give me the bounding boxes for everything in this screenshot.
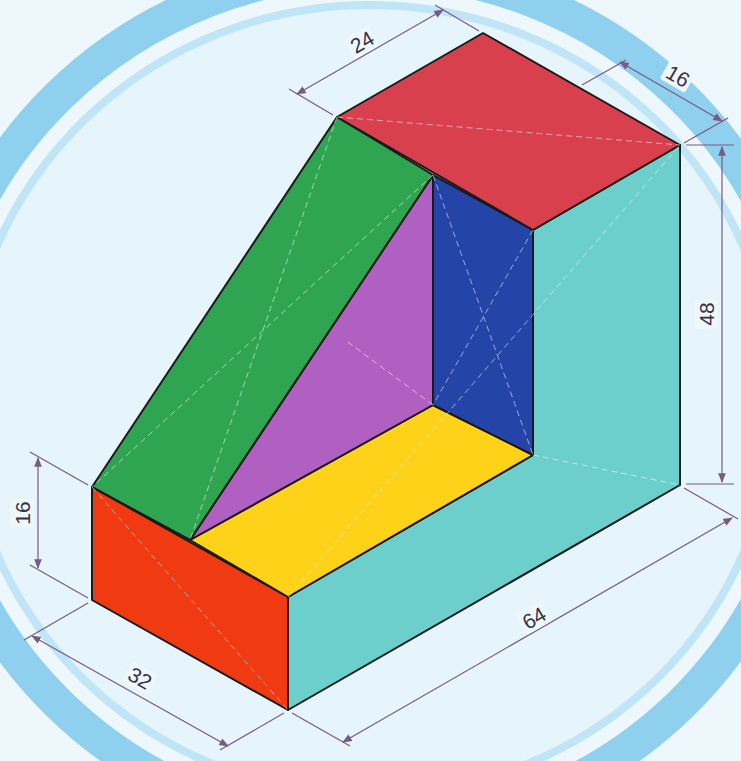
dimension-value: 16 [11,498,34,527]
dimension-value: 64 [516,601,553,636]
dimension-value: 32 [122,661,159,696]
dimension-value: 24 [344,25,381,60]
construction-lines [92,117,680,710]
slope-face [92,117,433,540]
dimension-lines [24,5,738,750]
dimension-value: 48 [695,299,718,328]
dimension-value: 16 [660,59,697,94]
top-face [337,33,680,230]
background-disc [0,5,741,761]
